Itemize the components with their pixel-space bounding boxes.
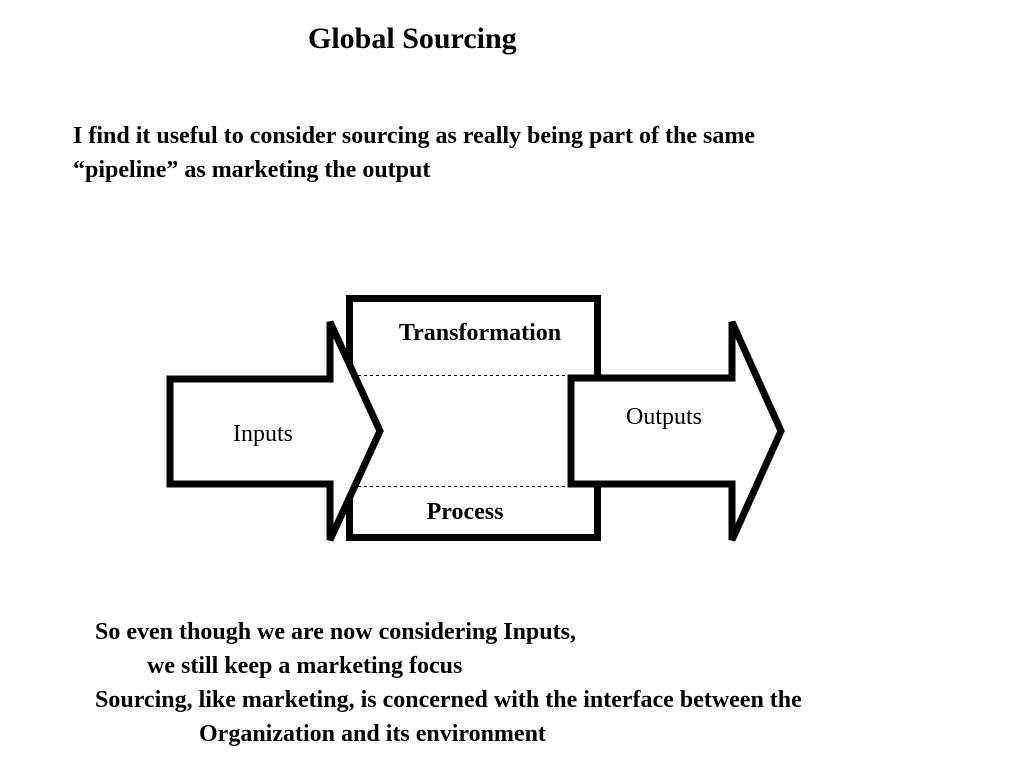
process-label: Process	[427, 499, 504, 525]
inputs-arrow	[166, 320, 384, 542]
note-line-2: we still keep a marketing focus	[147, 653, 463, 679]
note-line-4: Organization and its environment	[199, 721, 546, 747]
intro-line-2: “pipeline” as marketing the output	[73, 157, 431, 183]
intro-paragraph: I find it useful to consider sourcing as…	[73, 119, 953, 187]
transformation-label: Transformation	[399, 320, 561, 346]
slide-title: Global Sourcing	[308, 22, 517, 55]
inputs-label: Inputs	[233, 421, 293, 447]
note-line-1: So even though we are now considering In…	[95, 619, 576, 645]
closing-notes: So even though we are now considering In…	[95, 615, 802, 751]
note-line-3: Sourcing, like marketing, is concerned w…	[95, 687, 802, 713]
intro-line-1: I find it useful to consider sourcing as…	[73, 123, 756, 149]
outputs-arrow	[567, 320, 785, 542]
outputs-label: Outputs	[626, 404, 702, 430]
